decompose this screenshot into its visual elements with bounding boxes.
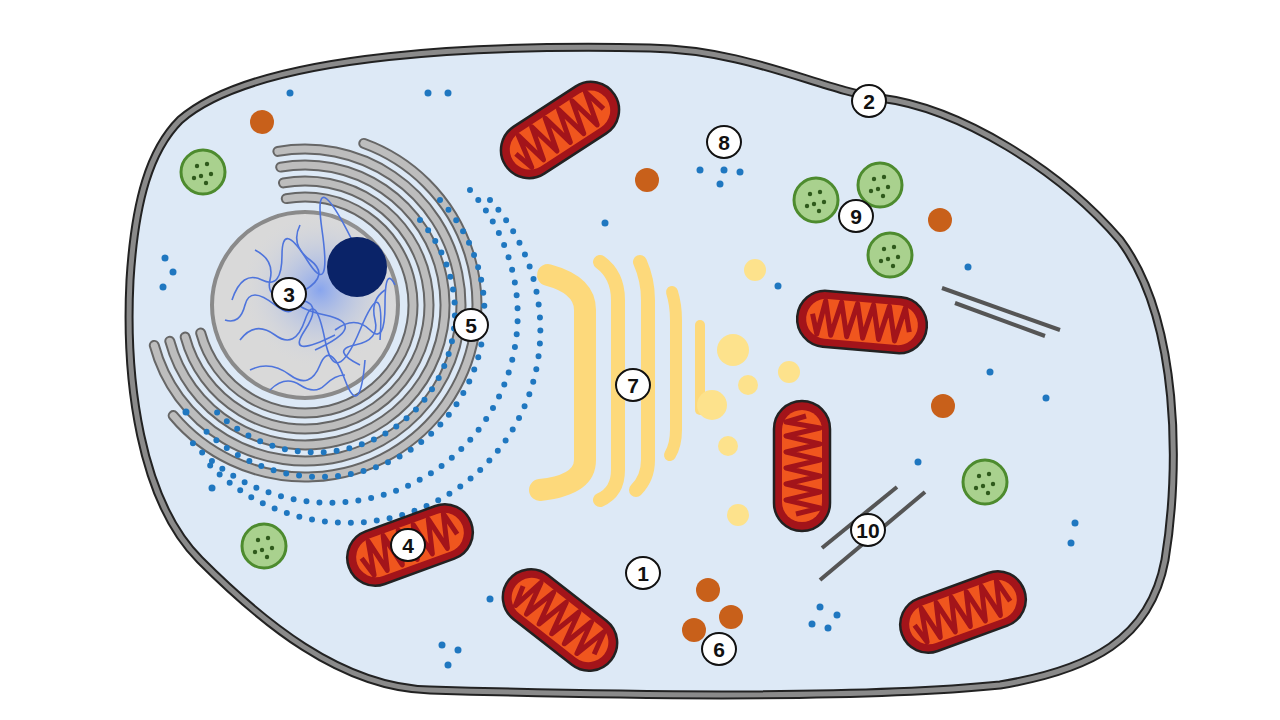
centriole <box>820 288 1060 580</box>
ribosome <box>160 90 1079 669</box>
callout-number: 6 <box>701 632 737 666</box>
golgi-apparatus <box>540 262 700 500</box>
callout-number: 1 <box>625 556 661 590</box>
cell-membrane <box>129 47 1173 695</box>
callout-number: 8 <box>706 125 742 159</box>
mitochondrion <box>339 71 1033 682</box>
endoplasmic-reticulum <box>154 143 540 522</box>
callout-number: 9 <box>838 199 874 233</box>
lysosome <box>250 110 955 642</box>
callout-number: 4 <box>390 528 426 562</box>
callout-number: 2 <box>851 84 887 118</box>
peroxisome <box>181 150 1007 568</box>
callout-number: 5 <box>453 308 489 342</box>
callout-number: 7 <box>615 368 651 402</box>
callout-number: 10 <box>850 513 886 547</box>
callout-number: 3 <box>271 277 307 311</box>
nucleus <box>212 197 400 398</box>
